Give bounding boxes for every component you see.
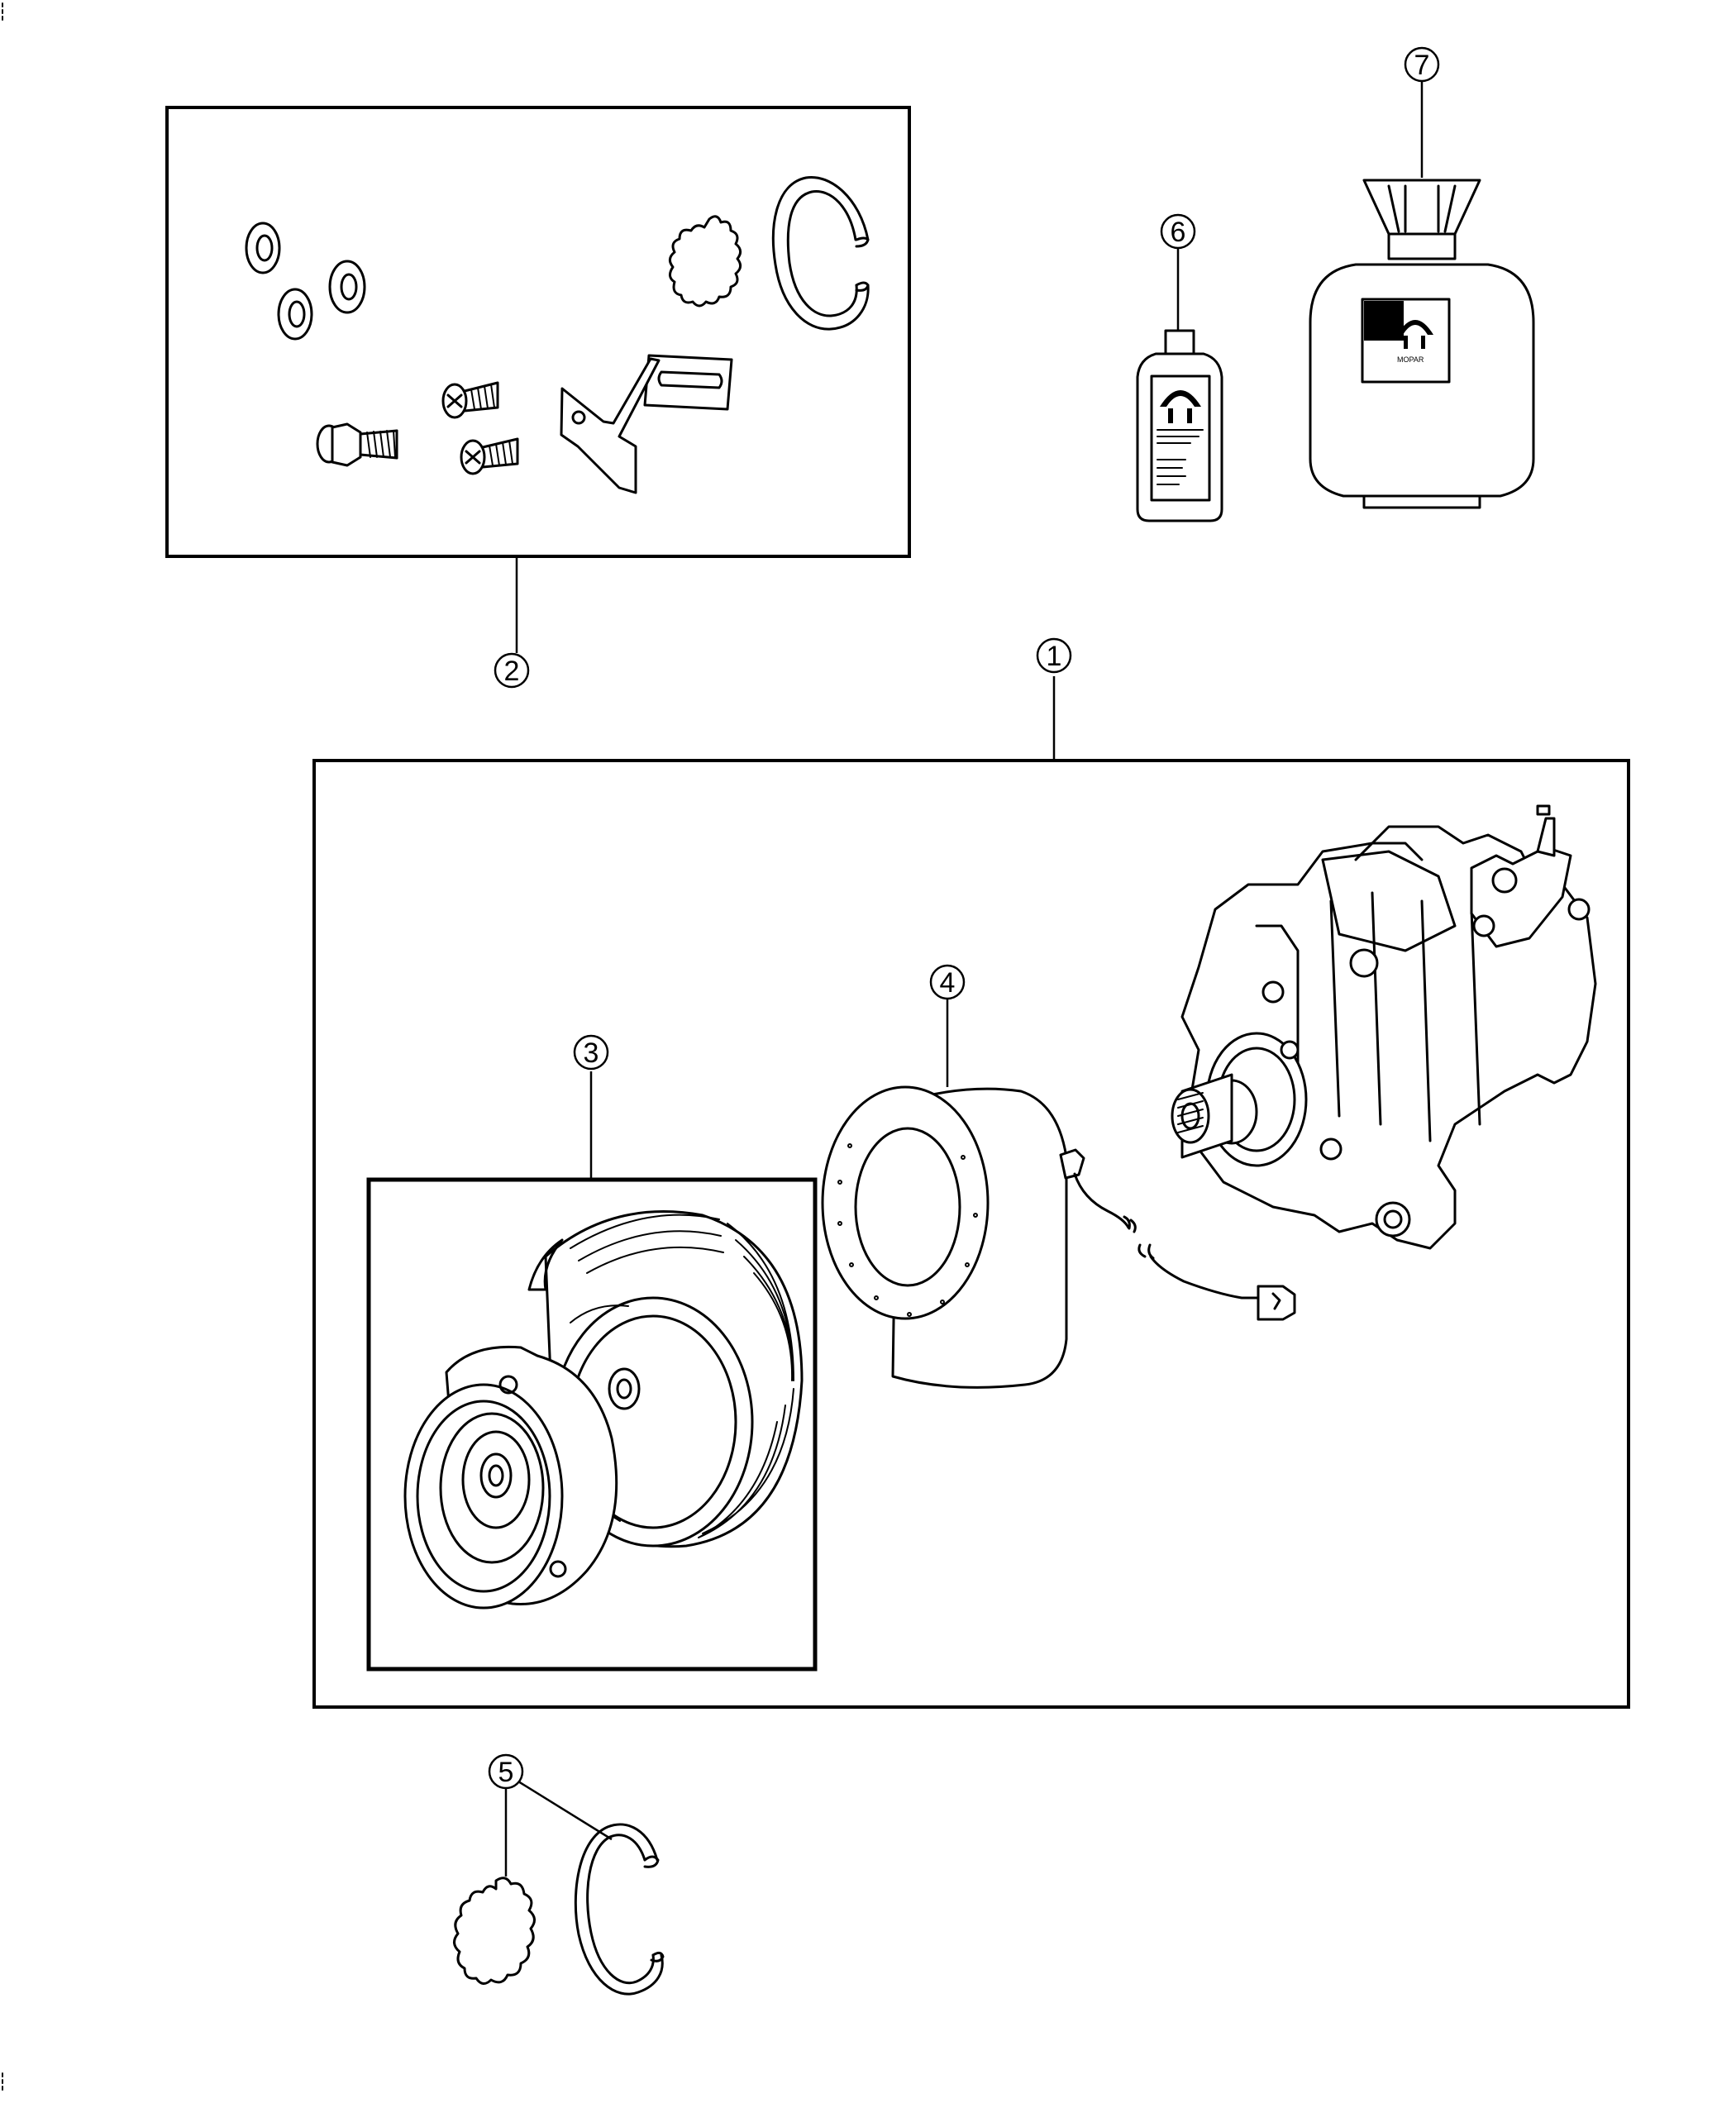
- mopar-logo-icon: [1160, 390, 1201, 423]
- washer-icon: [328, 260, 366, 314]
- mopar-wordmark: MOPAR: [1397, 355, 1424, 364]
- callout-4: 4: [929, 964, 966, 1000]
- callout-6: 6: [1160, 213, 1196, 250]
- callout-2: 2: [494, 652, 530, 689]
- bracket-icon: [560, 354, 733, 494]
- callout-1-label: 1: [1047, 641, 1062, 672]
- oil-bottle: [1136, 248, 1223, 522]
- snap-ring-icon: [574, 1823, 665, 1996]
- wavy-seal-ring-icon: [669, 215, 742, 308]
- washer-icon: [245, 222, 281, 274]
- callout-6-label: 6: [1171, 217, 1186, 248]
- armature-plate-icon: [403, 1345, 618, 1610]
- callout-1: 1: [1036, 637, 1072, 674]
- screw-icon: [460, 437, 519, 475]
- callout-7: 7: [1404, 46, 1440, 83]
- field-coil: [821, 999, 1296, 1389]
- bolt-icon: [316, 422, 398, 467]
- callout-3-label: 3: [584, 1037, 599, 1069]
- snap-ring-icon: [771, 175, 870, 331]
- callout-2-label: 2: [504, 656, 520, 687]
- refrigerant-tank: MOPAR: [1309, 81, 1535, 509]
- seal-kit-box: [165, 106, 911, 653]
- callout-3: 3: [573, 1034, 609, 1071]
- clutch-box: [366, 1071, 818, 1672]
- seal-and-snap-ring-group: [453, 1780, 665, 1996]
- wavy-seal-ring-icon: [453, 1877, 536, 1985]
- compressor-body: [1171, 804, 1597, 1250]
- callout-5: 5: [488, 1753, 524, 1790]
- compressor-assembly-box: [312, 676, 1630, 1709]
- washer-icon: [277, 288, 313, 341]
- callout-5-label: 5: [498, 1757, 514, 1788]
- callout-4-label: 4: [940, 967, 956, 999]
- mopar-logo-icon: [1397, 320, 1433, 349]
- screw-icon: [441, 381, 499, 419]
- callout-7-label: 7: [1414, 50, 1430, 81]
